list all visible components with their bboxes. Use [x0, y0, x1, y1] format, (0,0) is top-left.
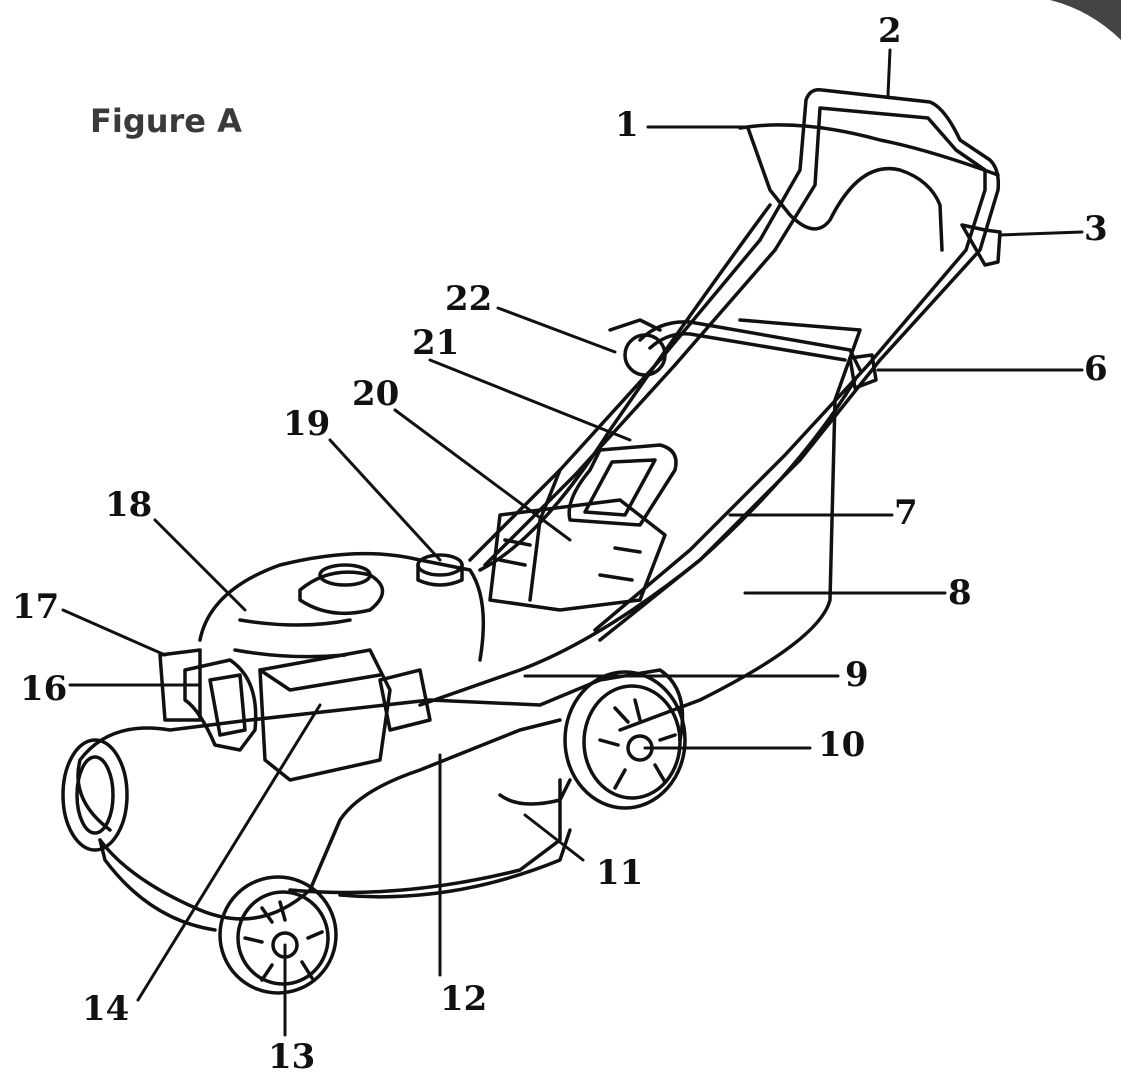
label-2: 2 — [878, 11, 902, 51]
label-19: 19 — [283, 404, 331, 444]
engine — [158, 551, 486, 782]
label-8: 8 — [948, 573, 972, 613]
rear-wheel — [563, 670, 687, 810]
label-11: 11 — [596, 853, 644, 893]
figure-title: Figure A — [90, 102, 242, 140]
upper-handle — [738, 87, 1002, 367]
leader-lines — [61, 48, 1084, 1037]
grass-bag — [488, 318, 862, 732]
label-10: 10 — [818, 725, 866, 765]
label-21: 21 — [412, 323, 460, 363]
label-20: 20 — [352, 374, 400, 414]
label-1: 1 — [615, 105, 639, 145]
label-14: 14 — [82, 989, 130, 1029]
lower-handle — [418, 203, 882, 707]
label-7: 7 — [894, 493, 918, 533]
label-12: 12 — [440, 979, 488, 1019]
label-16: 16 — [20, 669, 68, 709]
label-13: 13 — [268, 1037, 316, 1077]
label-18: 18 — [105, 485, 153, 525]
label-17: 17 — [12, 587, 60, 627]
label-22: 22 — [445, 279, 493, 319]
front-wheel — [218, 875, 338, 995]
label-3: 3 — [1084, 209, 1108, 249]
label-6: 6 — [1084, 349, 1108, 389]
mower-deck — [61, 668, 685, 932]
label-9: 9 — [845, 655, 869, 695]
corner-shadow — [1050, 0, 1121, 40]
